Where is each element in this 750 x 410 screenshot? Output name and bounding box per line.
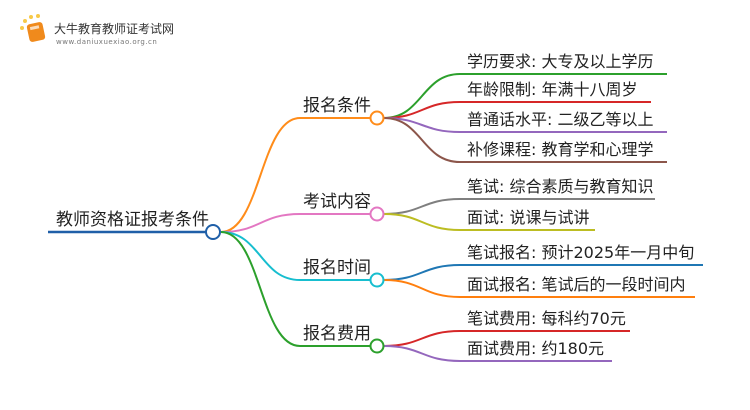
root-label: 教师资格证报考条件: [56, 210, 209, 230]
child-connector: [383, 213, 461, 231]
branch-label: 报名时间: [303, 258, 371, 278]
branch-node-circle: [369, 206, 385, 222]
child-label: 笔试报名: 预计2025年一月中旬: [467, 243, 694, 262]
branch-label: 报名费用: [303, 324, 371, 344]
child-label: 普通话水平: 二级乙等以上: [467, 110, 653, 129]
child-connector: [383, 73, 461, 119]
child-connector: [383, 330, 461, 347]
branch-connector: [220, 117, 301, 233]
child-label: 补修课程: 教育学和心理学: [467, 140, 653, 159]
child-connector: [383, 345, 461, 362]
child-label: 面试: 说课与试讲: [467, 208, 589, 227]
branch-label: 报名条件: [303, 96, 371, 116]
root-node-circle: [205, 224, 221, 240]
child-label: 学历要求: 大专及以上学历: [467, 52, 653, 71]
child-connector: [383, 117, 461, 163]
child-label: 年龄限制: 年满十八周岁: [467, 80, 637, 99]
child-label: 笔试: 综合素质与教育知识: [467, 177, 653, 196]
branch-connector: [220, 231, 301, 347]
branch-node-circle: [369, 272, 385, 288]
child-connector: [383, 264, 461, 281]
branch-connector: [220, 231, 301, 281]
child-label: 面试报名: 笔试后的一段时间内: [467, 275, 685, 294]
logo-name: 大牛教育教师证考试网: [54, 22, 175, 36]
branch-label: 考试内容: [303, 192, 371, 212]
child-connector: [383, 279, 461, 298]
site-logo: 大牛教育教师证考试网 www.daniuxuexiao.org.cn: [18, 12, 174, 46]
book-logo-icon: [20, 14, 46, 42]
branch-connector: [220, 213, 301, 233]
child-connector: [383, 198, 461, 215]
branch-node-circle: [369, 338, 385, 354]
logo-url: www.daniuxuexiao.org.cn: [56, 38, 158, 46]
branch-node-circle: [369, 110, 385, 126]
child-label: 笔试费用: 每科约70元: [467, 309, 626, 328]
child-label: 面试费用: 约180元: [467, 339, 604, 358]
